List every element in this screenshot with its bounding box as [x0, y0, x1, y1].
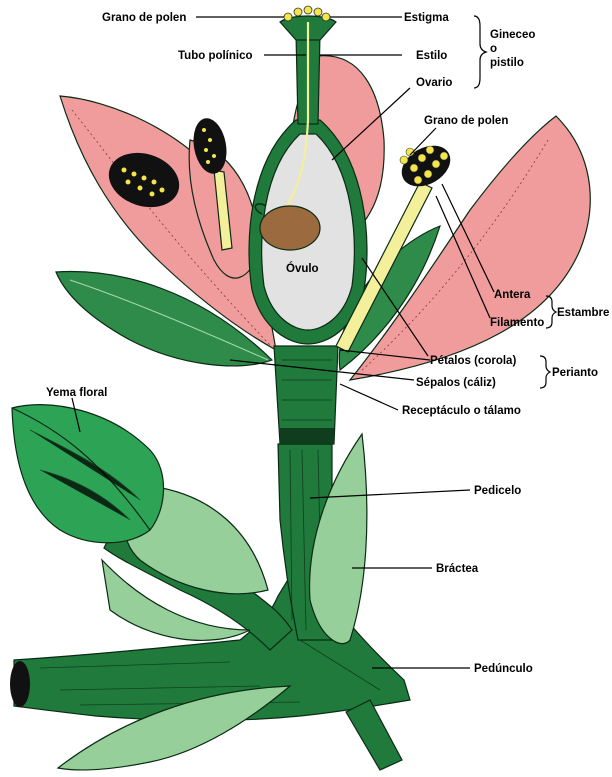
- label-pedunculo: Pedúnculo: [474, 663, 533, 675]
- label-gineceo: Gineceo: [490, 29, 535, 41]
- label-estambre: Estambre: [557, 307, 609, 319]
- label-ovulo: Óvulo: [286, 262, 319, 275]
- floral-bud: [12, 405, 164, 543]
- estambre-brace: [546, 296, 556, 328]
- label-perianto: Perianto: [552, 367, 598, 379]
- label-petalos: Pétalos (corola): [430, 355, 516, 367]
- label-bractea: Bráctea: [436, 563, 479, 575]
- gineceo-brace: [474, 16, 486, 88]
- label-filamento: Filamento: [490, 317, 544, 329]
- label-ovario: Ovario: [416, 77, 452, 89]
- label-sepalos: Sépalos (cáliz): [416, 377, 496, 389]
- label-gineceo-o: o: [490, 43, 497, 55]
- label-grano-polen-top: Grano de polen: [102, 12, 186, 24]
- perianto-brace: [540, 356, 550, 388]
- pistil: [249, 6, 367, 344]
- label-estigma: Estigma: [404, 12, 449, 24]
- label-antera: Antera: [494, 289, 531, 301]
- ovule: [260, 206, 320, 250]
- label-yema-floral: Yema floral: [46, 387, 107, 399]
- label-estilo: Estilo: [416, 50, 447, 62]
- receptacle: [274, 346, 338, 444]
- label-receptaculo: Receptáculo o tálamo: [402, 405, 521, 417]
- label-pedicelo: Pedicelo: [474, 485, 521, 497]
- label-pistilo: pistilo: [490, 57, 524, 69]
- label-tubo-polinico: Tubo polínico: [178, 50, 253, 62]
- label-grano-polen-right: Grano de polen: [424, 115, 508, 127]
